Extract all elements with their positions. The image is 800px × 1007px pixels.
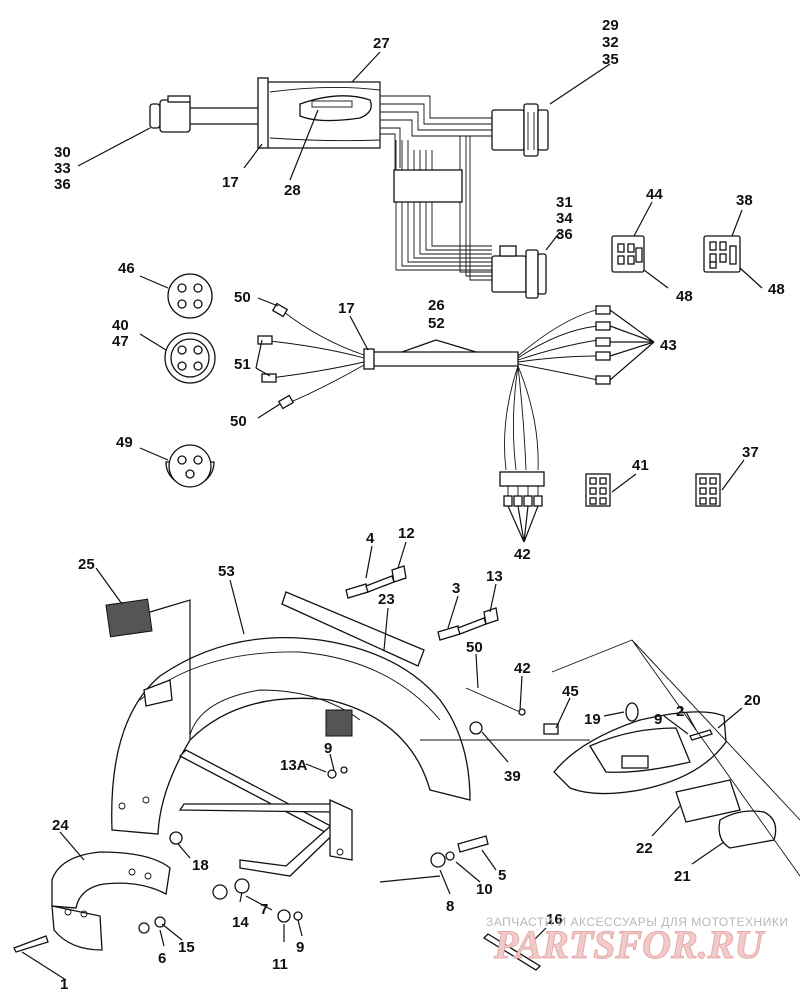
callout-22: 22 — [636, 840, 653, 857]
callout-18: 18 — [192, 857, 209, 874]
callout-48: 48 — [768, 281, 785, 298]
terminal-block-41 — [585, 473, 611, 507]
rear-fender — [111, 636, 471, 835]
callout-31: 31 — [556, 194, 573, 211]
callout-24: 24 — [52, 817, 69, 834]
callout-29: 29 — [602, 17, 619, 34]
callout-26: 26 — [428, 297, 445, 314]
callout-52: 52 — [428, 315, 445, 332]
leader-lines — [21, 51, 763, 981]
callout-labels: 27 29 32 35 30 33 36 17 28 31 34 36 44 3… — [52, 17, 785, 993]
round-connector-46 — [167, 273, 213, 319]
callout-50: 50 — [234, 289, 251, 306]
callout-48: 48 — [676, 288, 693, 305]
callout-11: 11 — [272, 956, 288, 973]
callout-36: 36 — [556, 226, 573, 243]
callout-5: 5 — [498, 867, 506, 884]
tail-lamp-20 — [553, 711, 777, 849]
connector-plug-44 — [611, 235, 645, 273]
callout-16: 16 — [546, 911, 563, 928]
callout-4: 4 — [366, 530, 375, 547]
callout-34: 34 — [556, 210, 573, 227]
callout-49: 49 — [116, 434, 133, 451]
callout-25: 25 — [78, 556, 95, 573]
callout-42: 42 — [514, 660, 531, 677]
callout-47: 47 — [112, 333, 129, 350]
callout-32: 32 — [602, 34, 619, 51]
callout-39: 39 — [504, 768, 521, 785]
fender-support-rail — [178, 749, 353, 877]
callout-41: 41 — [632, 457, 649, 474]
callout-6: 6 — [158, 950, 166, 967]
callout-10: 10 — [476, 881, 493, 898]
callout-17: 17 — [222, 174, 239, 191]
callout-42: 42 — [514, 546, 531, 563]
callout-21: 21 — [674, 868, 691, 885]
watermark: ЗАПЧАСТИ И АКСЕССУАРЫ ДЛЯ МОТОТЕХНИКИ PA… — [486, 915, 788, 968]
callout-3: 3 — [452, 580, 460, 597]
callout-43: 43 — [660, 337, 677, 354]
connector-plug-38 — [703, 235, 741, 273]
callout-36: 36 — [54, 176, 71, 193]
callout-28: 28 — [284, 182, 301, 199]
round-connector-49 — [165, 444, 215, 488]
callout-7: 7 — [260, 901, 268, 918]
callout-30: 30 — [54, 144, 71, 161]
callout-38: 38 — [736, 192, 753, 209]
round-connector-40 — [164, 332, 216, 384]
callout-14: 14 — [232, 914, 249, 931]
callout-13: 13 — [486, 568, 503, 585]
callout-37: 37 — [742, 444, 759, 461]
callout-33: 33 — [54, 160, 71, 177]
callout-8: 8 — [446, 898, 454, 915]
tail-harness — [257, 302, 611, 507]
callout-12: 12 — [398, 525, 415, 542]
callout-50: 50 — [230, 413, 247, 430]
callout-51: 51 — [234, 356, 251, 373]
callout-50: 50 — [466, 639, 483, 656]
reflector-25 — [105, 598, 153, 638]
callout-1: 1 — [60, 976, 68, 993]
callout-2: 2 — [676, 703, 684, 720]
callout-15: 15 — [178, 939, 195, 956]
callout-44: 44 — [646, 186, 663, 203]
main-harness — [149, 77, 549, 299]
watermark-logo: PARTSFOR.RU — [493, 922, 765, 967]
watermark-caption: ЗАПЧАСТИ И АКСЕССУАРЫ ДЛЯ МОТОТЕХНИКИ — [486, 915, 788, 929]
callout-53: 53 — [218, 563, 235, 580]
callout-19: 19 — [584, 711, 601, 728]
callout-27: 27 — [373, 35, 390, 52]
reflector-side — [325, 709, 353, 737]
callout-35: 35 — [602, 51, 619, 68]
callout-9: 9 — [654, 711, 662, 728]
callout-9: 9 — [296, 939, 304, 956]
callout-45: 45 — [562, 683, 579, 700]
callout-20: 20 — [744, 692, 761, 709]
callout-40: 40 — [112, 317, 129, 334]
callout-17: 17 — [338, 300, 355, 317]
license-bracket-24 — [51, 851, 171, 951]
callout-46: 46 — [118, 260, 135, 277]
terminal-block-37 — [695, 473, 721, 507]
callout-23: 23 — [378, 591, 395, 608]
callout-9: 9 — [324, 740, 332, 757]
callout-13a: 13A — [280, 757, 308, 774]
hardware — [13, 565, 713, 971]
trim-strip-23 — [281, 591, 425, 667]
